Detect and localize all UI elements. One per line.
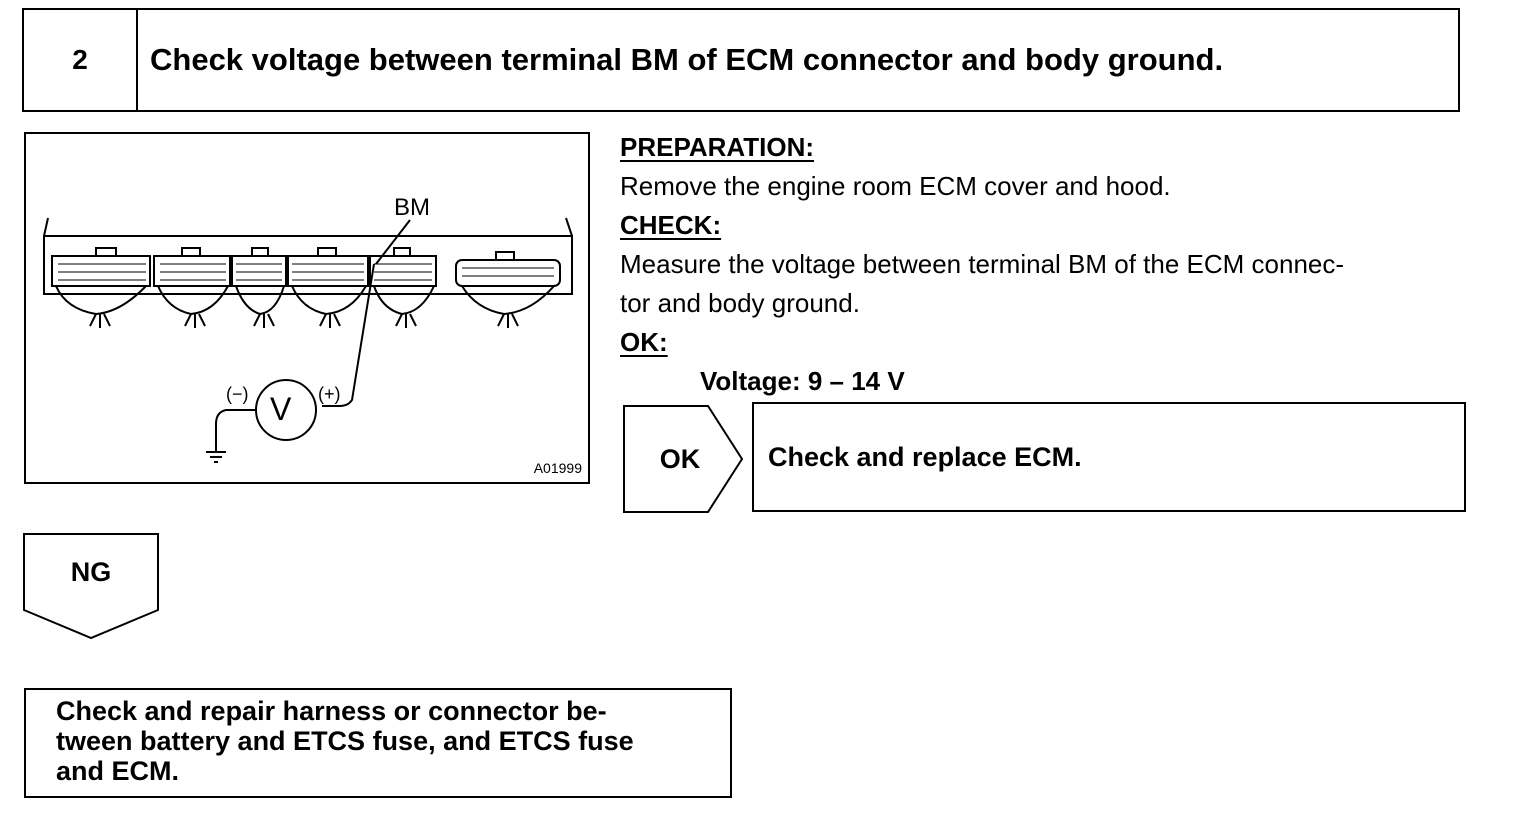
connector-1 <box>51 255 151 287</box>
check-text-line1: Measure the voltage between terminal BM … <box>620 249 1345 279</box>
step-header: 2 Check voltage between terminal BM of E… <box>22 8 1460 112</box>
figure-id: A01999 <box>533 460 582 476</box>
ng-arrow-tag <box>23 533 159 640</box>
ok-value: Voltage: 9 – 14 V <box>700 366 905 396</box>
ng-action-line1: Check and repair harness or connector be… <box>56 696 607 726</box>
connector-3 <box>231 255 287 287</box>
ok-label: OK <box>659 443 701 474</box>
check-text-line2: tor and body ground. <box>620 288 860 318</box>
connector-4 <box>287 255 369 287</box>
ng-action-line2: tween battery and ETCS fuse, and ETCS fu… <box>56 726 634 756</box>
positive-label: (+) <box>318 384 341 404</box>
step-title: Check voltage between terminal BM of ECM… <box>150 42 1224 77</box>
instructions: PREPARATION: Remove the engine room ECM … <box>620 128 1480 401</box>
connector-6 <box>455 259 561 287</box>
meter-symbol: V <box>270 391 292 427</box>
ok-heading: OK: <box>620 327 668 357</box>
preparation-heading: PREPARATION: <box>620 132 815 162</box>
ground-symbol <box>206 451 226 463</box>
ng-action-line3: and ECM. <box>56 756 180 786</box>
step-number: 2 <box>24 10 138 110</box>
ok-action-text: Check and replace ECM. <box>768 441 1082 472</box>
ok-action-box: Check and replace ECM. <box>752 402 1466 512</box>
check-heading: CHECK: <box>620 210 722 240</box>
terminal-bm-label: BM <box>394 194 430 221</box>
ecm-connector-figure: BM (−) (+) V A01999 <box>24 132 590 484</box>
ng-action-box: Check and repair harness or connector be… <box>24 688 732 798</box>
negative-label: (−) <box>226 384 249 404</box>
ng-label: NG <box>70 556 112 587</box>
ok-arrow-tag <box>623 405 744 513</box>
connector-2 <box>153 255 231 287</box>
ecm-housing <box>43 235 573 295</box>
preparation-text: Remove the engine room ECM cover and hoo… <box>620 171 1171 201</box>
ecm-wiring-diagram <box>43 217 573 463</box>
